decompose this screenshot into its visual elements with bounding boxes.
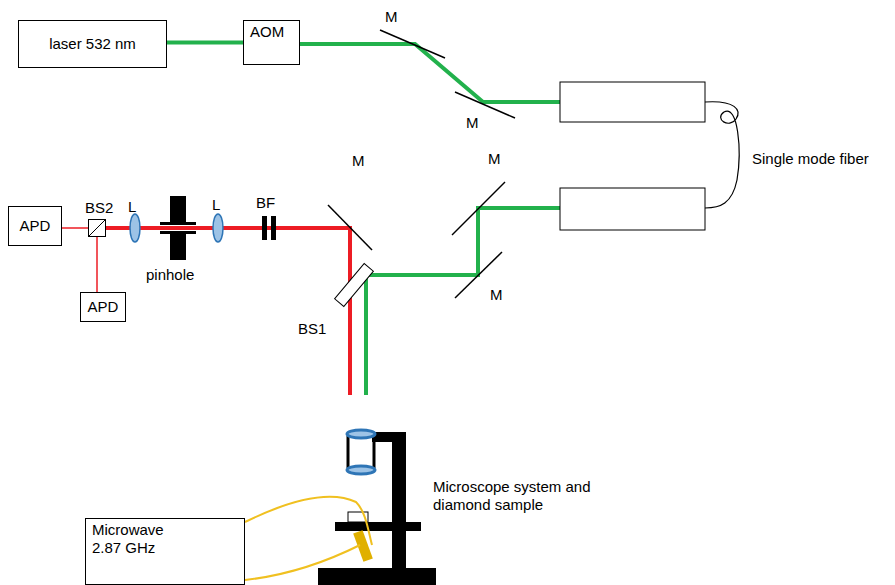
- component-label: M: [466, 114, 479, 132]
- component-label: Single mode fiber: [752, 150, 869, 168]
- mirror: [328, 205, 372, 250]
- component-label: M: [488, 150, 501, 168]
- microwave-source-box: Microwave2.87 GHz: [85, 518, 245, 585]
- node-label: Microwave: [92, 521, 238, 539]
- detector-box: APD: [8, 206, 62, 246]
- beam-splitter-cube: BS2: [88, 219, 106, 237]
- green-beam: [300, 44, 560, 395]
- node-label: APD: [88, 298, 119, 316]
- node-label: AOM: [250, 23, 293, 41]
- component-label: BS1: [298, 320, 326, 338]
- microscope-stand: [318, 568, 436, 585]
- pinhole: [160, 222, 196, 225]
- band-filter: [271, 216, 276, 240]
- beam-splitter: [335, 264, 374, 307]
- mirror: [380, 30, 445, 58]
- band-filter: [262, 216, 276, 240]
- single-mode-fiber: [705, 102, 739, 208]
- microwave-wire: [245, 545, 360, 580]
- mirror: [455, 92, 515, 118]
- red-beam: [106, 228, 350, 395]
- beam-splitter-diagonal: [89, 220, 105, 236]
- component-label: Microscope system and diamond sample: [433, 478, 633, 514]
- microscope-stand: [318, 432, 436, 585]
- node-label: APD: [20, 217, 51, 235]
- component-label: M: [385, 8, 398, 26]
- microwave-wire: [245, 497, 372, 545]
- objective: [347, 430, 375, 474]
- node-label: BS2: [85, 199, 113, 217]
- green-beam: [300, 44, 560, 102]
- beam-connector: [62, 227, 88, 229]
- fiber-coupler: [560, 82, 705, 122]
- beam-connector: [96, 237, 98, 292]
- component-label: L: [128, 198, 136, 216]
- microscope-stand: [335, 522, 421, 531]
- node-label: 2.87 GHz: [92, 539, 238, 557]
- detector-box: APD: [80, 292, 126, 322]
- aom-box: AOM: [243, 20, 300, 65]
- pinhole: [170, 234, 186, 260]
- fiber-coupler: [560, 82, 705, 230]
- pinhole: [160, 196, 196, 260]
- lens: [130, 214, 140, 242]
- component-label: BF: [256, 194, 275, 212]
- objective: [347, 436, 350, 468]
- pinhole: [170, 196, 186, 222]
- band-filter: [262, 216, 267, 240]
- laser-box: laser 532 nm: [18, 20, 167, 68]
- fiber-coupler: [560, 188, 705, 230]
- beam-splitter-diagonal: [89, 220, 105, 236]
- objective: [347, 466, 375, 474]
- component-label: M: [352, 152, 365, 170]
- node-label: laser 532 nm: [49, 35, 136, 53]
- pinhole: [160, 231, 196, 234]
- microscope-stand: [392, 432, 406, 572]
- mirror: [328, 30, 515, 298]
- microwave-wire: [245, 497, 372, 580]
- objective: [347, 430, 375, 438]
- red-beam: [106, 228, 350, 395]
- component-label: pinhole: [146, 266, 194, 284]
- beam-connector: [167, 41, 243, 45]
- component-label: L: [212, 196, 220, 214]
- green-beam: [366, 208, 560, 395]
- objective: [373, 436, 376, 468]
- lens: [213, 214, 223, 242]
- mirror: [452, 182, 505, 235]
- component-label: M: [490, 286, 503, 304]
